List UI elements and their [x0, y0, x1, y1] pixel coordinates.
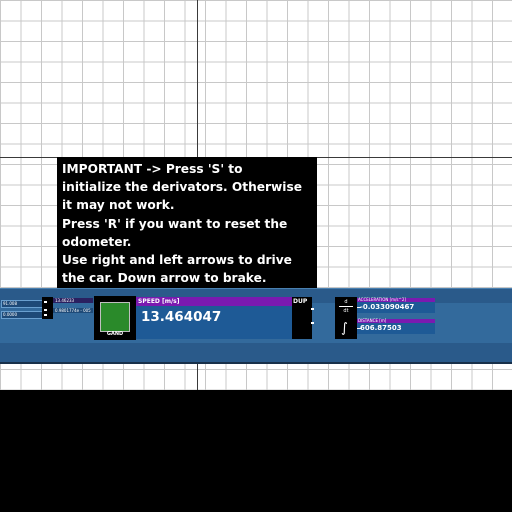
small-value-bottom: 0.9801774e - 005 [55, 308, 91, 313]
gand-label: GAND [106, 331, 124, 337]
distance-header [357, 319, 435, 323]
distance-label: DISTANCE [m] [358, 318, 387, 323]
gand-indicator-light [100, 302, 130, 332]
distance-port-tick [357, 328, 361, 329]
derivative-fraction-line [339, 306, 353, 307]
speed-label: SPEED [m/s] [138, 298, 180, 305]
small-value-top: 13.46233 [55, 298, 75, 303]
lower-black-area [0, 390, 512, 512]
distance-display [357, 323, 435, 334]
speed-value: 13.464047 [141, 309, 222, 325]
small-value-box-bottom [53, 308, 93, 313]
dup-label: DUP [293, 298, 308, 305]
dup-port-tick [311, 322, 314, 324]
instruction-line: Press 'R' if you want to reset the [62, 216, 288, 231]
small-indicator-tick [44, 309, 47, 311]
instructions-panel: IMPORTANT -> Press 'S' to initialize the… [57, 157, 317, 289]
distance-value: 606.87503 [360, 324, 402, 332]
dup-port-tick [311, 308, 314, 310]
derivative-numerator: d [344, 299, 348, 305]
instruction-line: IMPORTANT -> Press 'S' to [62, 162, 243, 176]
instruction-line: initialize the derivators. Otherwise [62, 180, 303, 195]
dup-block [292, 297, 312, 339]
acceleration-port-tick [357, 307, 361, 308]
speed-header [136, 297, 292, 306]
acceleration-display [357, 302, 435, 313]
small-indicator-tick [44, 301, 47, 303]
derivative-integral-block [335, 297, 357, 339]
small-readout-2: 0.0000 [3, 312, 17, 317]
instruction-line: the car. Down arrow to brake. [62, 271, 267, 286]
acceleration-value: -0.033090467 [360, 303, 415, 311]
integral-symbol: ∫ [341, 321, 348, 336]
small-indicator-tick [44, 314, 47, 316]
small-value-box-top [53, 298, 93, 303]
derivative-denominator: dt [343, 308, 349, 314]
instruction-line: Use right and left arrows to drive [62, 253, 292, 268]
small-indicator-box [42, 297, 53, 319]
small-readout-1: 91.008 [3, 301, 17, 306]
acceleration-label: ACCELERATION [m/s^2] [358, 297, 406, 302]
acceleration-header [357, 298, 435, 302]
instruction-line: it may not work. [62, 198, 175, 213]
instruction-line: odometer. [62, 234, 132, 249]
